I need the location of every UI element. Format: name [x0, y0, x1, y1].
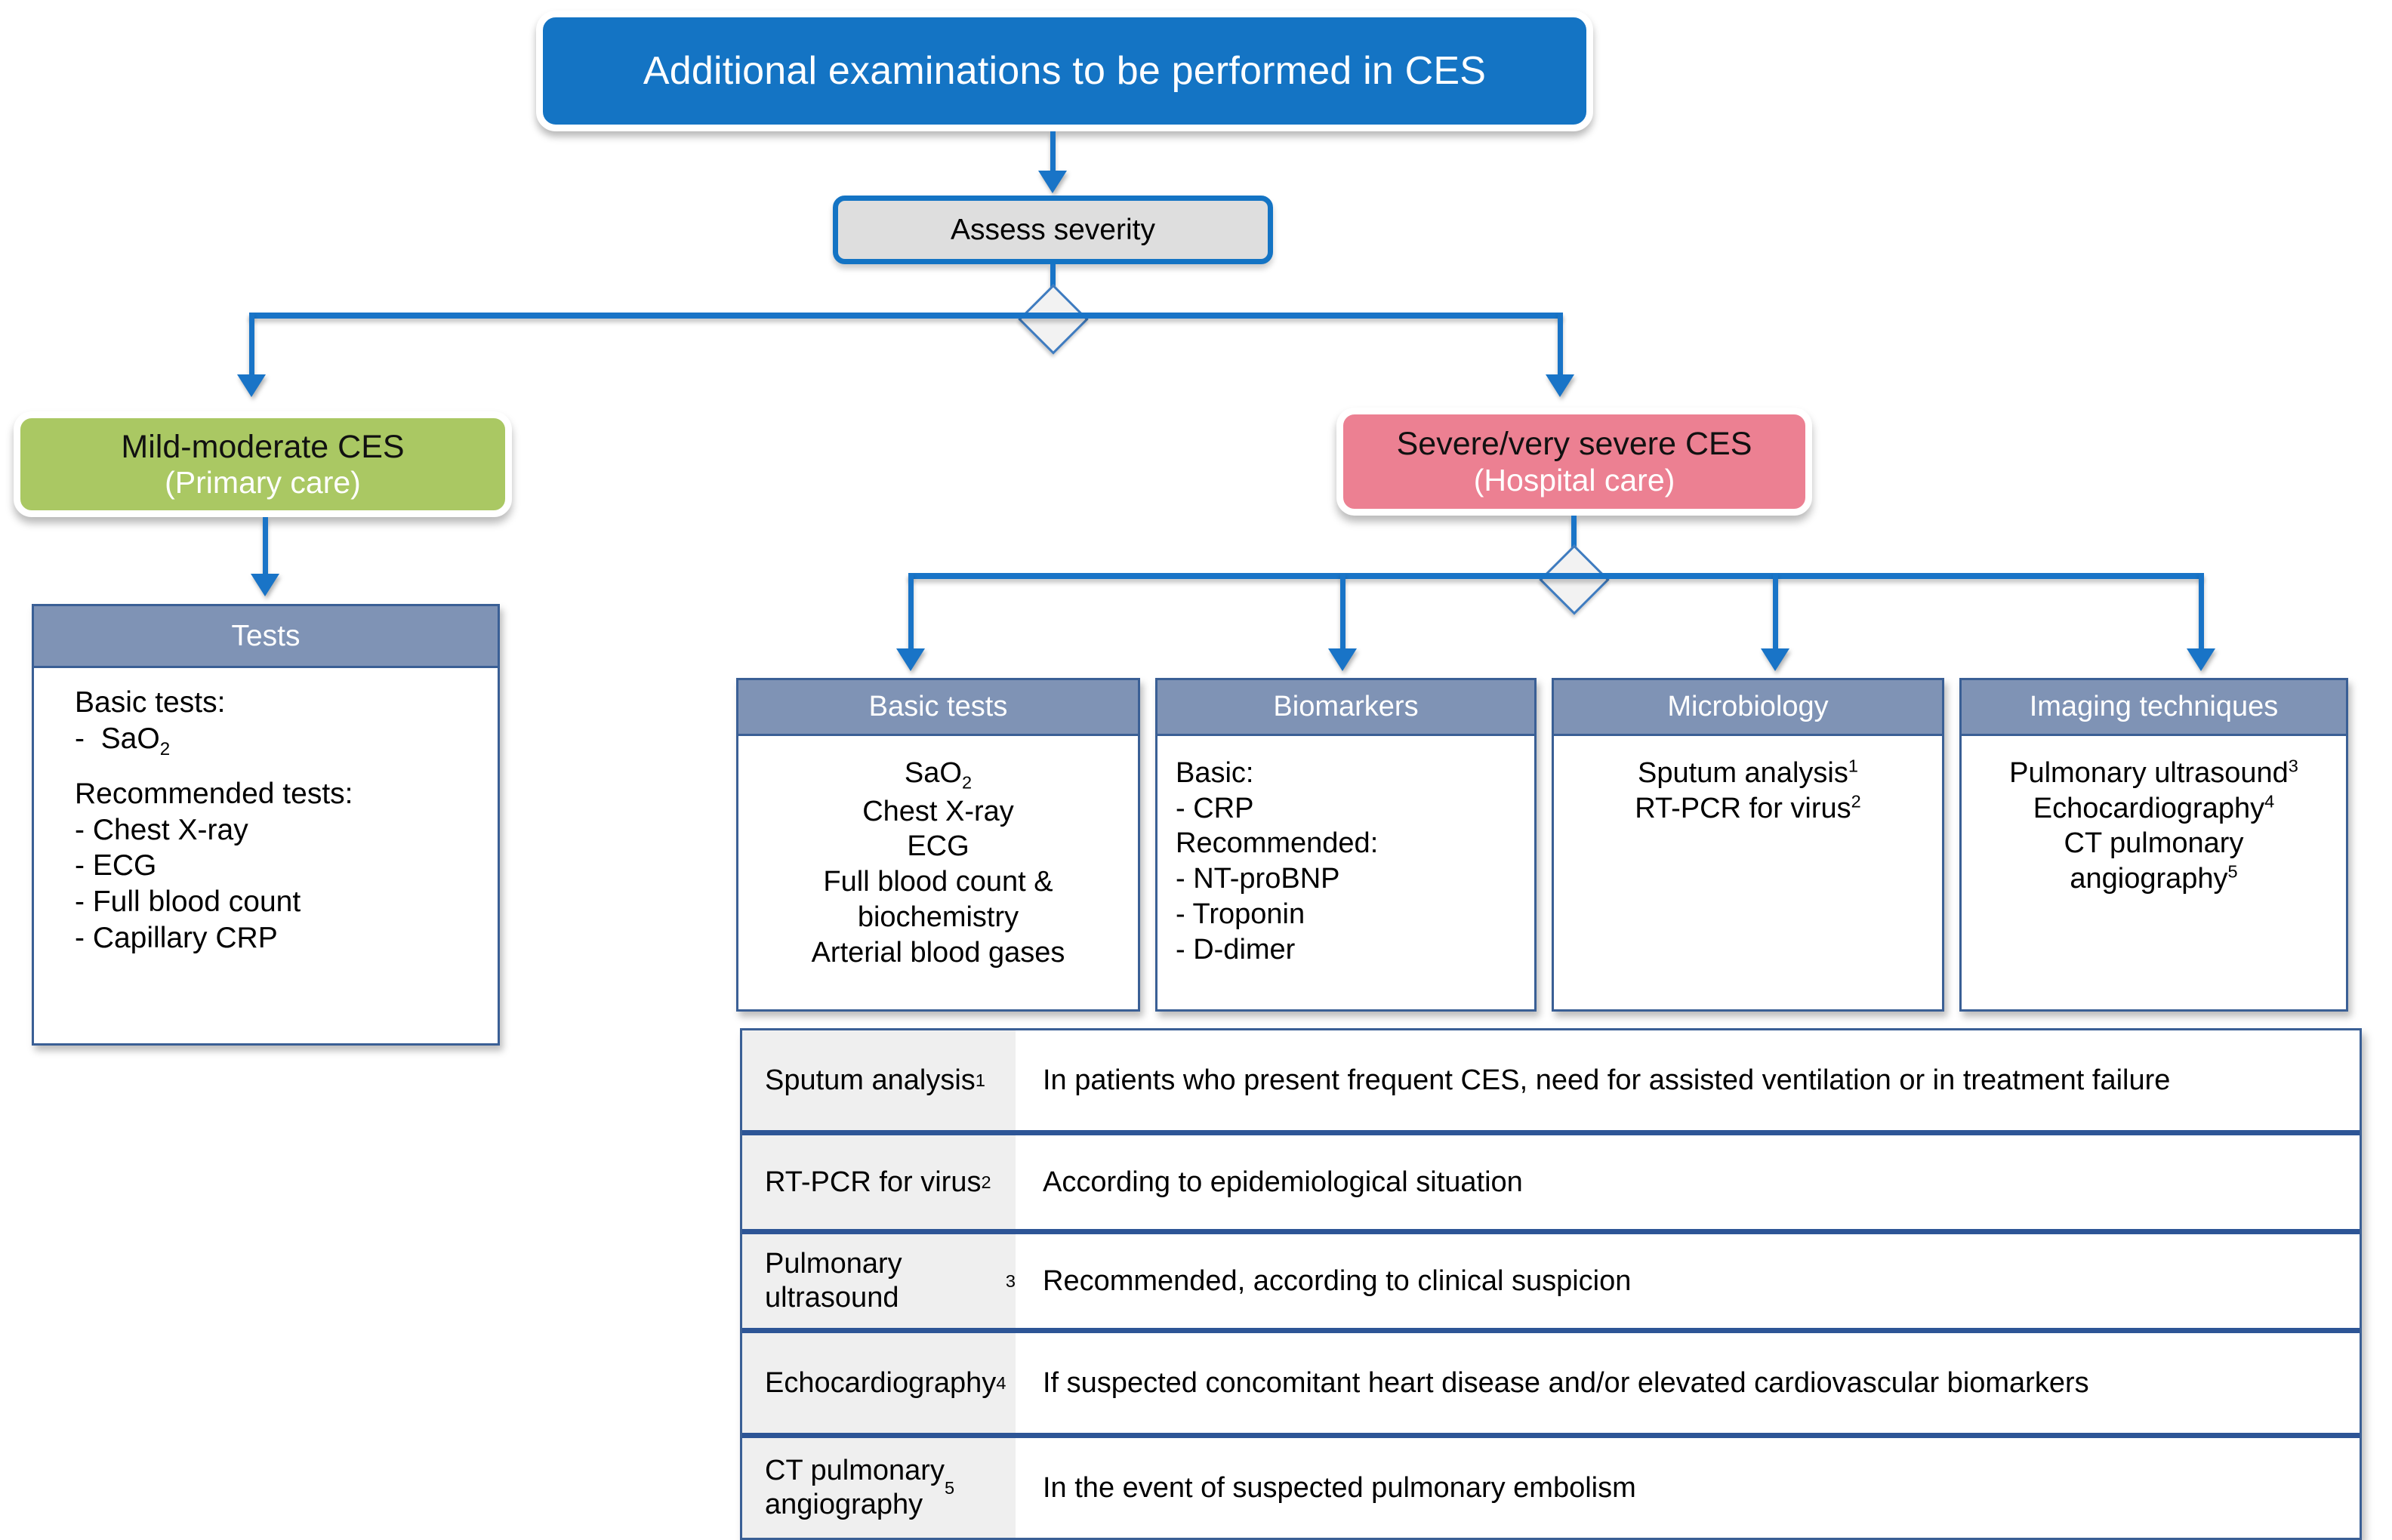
drop-to-imaging [2199, 573, 2204, 654]
arrowhead-to-severe [1546, 374, 1574, 397]
decision-diamond-severity [1018, 284, 1089, 355]
biomarkers-header: Biomarkers [1157, 680, 1534, 736]
drop-to-biomarkers [1340, 573, 1346, 654]
mild-moderate-subtitle: (Primary care) [165, 465, 361, 500]
assess-severity-label: Assess severity [951, 213, 1155, 246]
drop-to-basic-tests [908, 573, 914, 654]
title-text: Additional examinations to be performed … [643, 49, 1487, 93]
footnote-desc-4: In the event of suspected pulmonary embo… [1016, 1438, 2360, 1538]
arrowhead-to-mild [237, 374, 266, 397]
biomarkers-recommended-item-2: - D-dimer [1176, 933, 1296, 966]
microbiology-header: Microbiology [1554, 680, 1942, 736]
tests-recommended-item-3: - Capillary CRP [75, 921, 278, 954]
imaging-line-3: angiography5 [2070, 861, 2238, 895]
arrowhead-to-microbiology [1761, 648, 1789, 671]
arrowhead-to-imaging [2187, 648, 2215, 671]
tests-basic-heading: Basic tests: [75, 686, 226, 719]
severe-title: Severe/very severe CES [1396, 426, 1752, 463]
assess-severity-box: Assess severity [833, 196, 1273, 264]
tests-basic-item-0: - SaO2 [75, 722, 171, 759]
arrowhead-to-tests [251, 574, 279, 596]
spacer [75, 760, 479, 776]
imaging-line-0: Pulmonary ultrasound3 [2009, 756, 2298, 789]
footnote-desc-1: According to epidemiological situation [1016, 1135, 2360, 1229]
footnote-desc-3: If suspected concomitant heart disease a… [1016, 1333, 2360, 1433]
mild-moderate-title: Mild-moderate CES [121, 428, 405, 465]
severe-ces-box: Severe/very severe CES (Hospital care) [1336, 408, 1812, 516]
arrowhead-to-biomarkers [1328, 648, 1357, 671]
microbiology-card: Microbiology Sputum analysis1 RT-PCR for… [1552, 678, 1944, 1012]
basic-tests-header: Basic tests [738, 680, 1138, 736]
biomarkers-card: Biomarkers Basic: - CRP Recommended: - N… [1155, 678, 1537, 1012]
tests-recommended-heading: Recommended tests: [75, 778, 353, 811]
severe-subtitle: (Hospital care) [1473, 462, 1675, 497]
microbiology-line-1: RT-PCR for virus2 [1635, 791, 1861, 824]
basic-tests-line-5: Arterial blood gases [811, 936, 1065, 969]
tests-recommended-item-1: - ECG [75, 849, 157, 882]
mild-moderate-ces-box: Mild-moderate CES (Primary care) [14, 411, 512, 517]
basic-tests-line-0: SaO2 [904, 757, 973, 793]
tests-card-body: Basic tests: - SaO2 Recommended tests: -… [34, 668, 498, 965]
basic-tests-line-2: ECG [907, 830, 969, 863]
basic-tests-line-4: biochemistry [857, 901, 1019, 933]
imaging-techniques-card: Imaging techniques Pulmonary ultrasound3… [1959, 678, 2348, 1012]
imaging-techniques-body: Pulmonary ultrasound3 Echocardiography4 … [1962, 736, 2346, 906]
basic-tests-line-3: Full blood count & [823, 866, 1053, 898]
arrowhead-to-basic-tests [896, 648, 925, 671]
microbiology-line-0: Sputum analysis1 [1638, 756, 1858, 789]
biomarkers-basic-item-0: - CRP [1176, 792, 1254, 824]
title-box: Additional examinations to be performed … [536, 11, 1593, 131]
biomarkers-recommended-heading: Recommended: [1176, 827, 1379, 860]
imaging-line-1: Echocardiography4 [2033, 791, 2275, 824]
connector-severe-to-split [1571, 516, 1577, 570]
arrowhead-to-assess [1038, 171, 1067, 193]
footnote-desc-0: In patients who present frequent CES, ne… [1016, 1030, 2360, 1130]
branch-left-drop [249, 313, 254, 380]
imaging-line-2: CT pulmonary [2064, 827, 2244, 860]
biomarkers-basic-heading: Basic: [1176, 757, 1254, 789]
biomarkers-recommended-item-1: - Troponin [1176, 898, 1305, 930]
split-bar-hospital [908, 573, 2204, 579]
decision-diamond-hospital [1539, 544, 1610, 615]
tests-recommended-item-0: - Chest X-ray [75, 813, 248, 846]
footnote-desc-2: Recommended, according to clinical suspi… [1016, 1234, 2360, 1328]
connector-mild-to-tests [263, 517, 268, 579]
drop-to-microbiology [1773, 573, 1778, 654]
tests-card-header: Tests [34, 606, 498, 668]
connector-title-to-assess [1050, 131, 1056, 177]
tests-recommended-item-2: - Full blood count [75, 886, 301, 919]
imaging-techniques-header: Imaging techniques [1962, 680, 2346, 736]
microbiology-body: Sputum analysis1 RT-PCR for virus2 [1554, 736, 1942, 835]
basic-tests-body: SaO2 Chest X-ray ECG Full blood count & … [738, 736, 1138, 979]
biomarkers-body: Basic: - CRP Recommended: - NT-proBNP - … [1157, 736, 1534, 976]
biomarkers-recommended-item-0: - NT-proBNP [1176, 863, 1340, 895]
basic-tests-card: Basic tests SaO2 Chest X-ray ECG Full bl… [736, 678, 1140, 1012]
basic-tests-line-1: Chest X-ray [862, 795, 1014, 827]
branch-right-drop [1558, 313, 1563, 380]
split-bar-severity [249, 313, 1563, 319]
tests-card: Tests Basic tests: - SaO2 Recommended te… [32, 604, 500, 1046]
